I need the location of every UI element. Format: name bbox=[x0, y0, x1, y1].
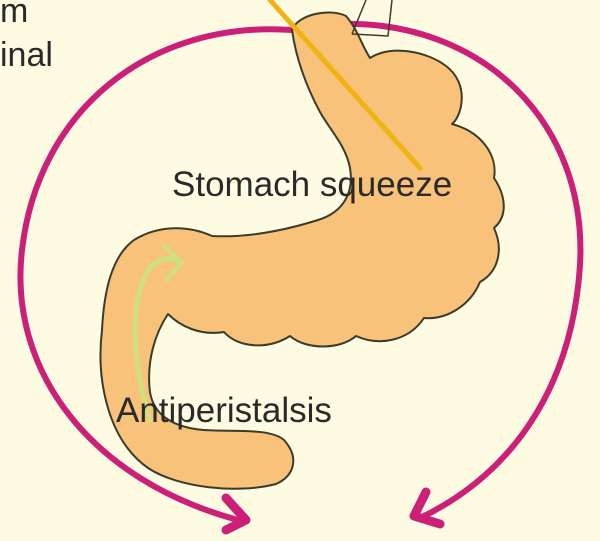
partial-label-line-2: inal bbox=[0, 36, 53, 74]
stomach-squeeze-label: Stomach squeeze bbox=[172, 165, 452, 204]
antiperistalsis-label: Antiperistalsis bbox=[116, 391, 332, 430]
left-arrowhead bbox=[226, 498, 246, 530]
partial-label-line-1: m bbox=[0, 0, 28, 30]
partial-outline-shape bbox=[352, 0, 392, 36]
